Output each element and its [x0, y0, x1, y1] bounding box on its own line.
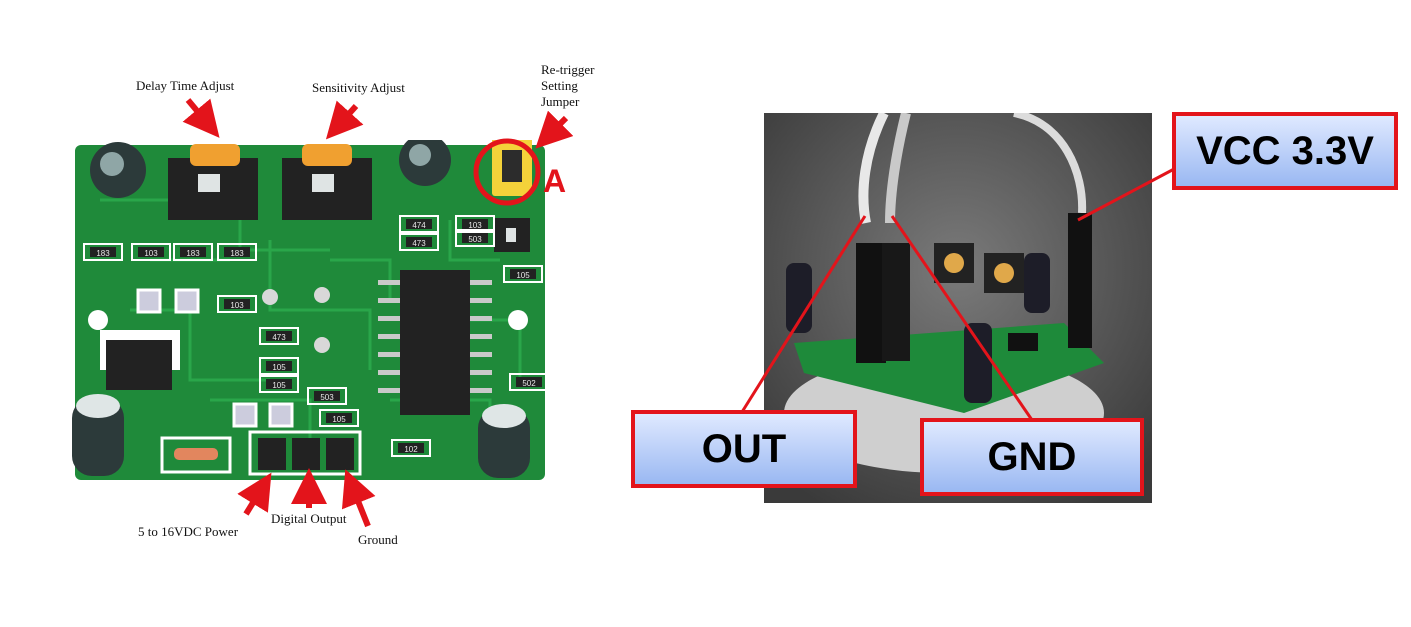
via	[314, 337, 330, 353]
delay-arrow	[182, 98, 220, 138]
resistor-code: 503	[468, 235, 482, 244]
pad	[232, 402, 258, 428]
resistor-code: 474	[412, 221, 426, 230]
vcc-callout: VCC 3.3V	[1172, 112, 1398, 190]
resistor: 183	[217, 243, 257, 261]
resistor: 503	[307, 387, 347, 405]
pad	[174, 288, 200, 314]
resistor: 105	[319, 409, 359, 427]
retrigger-jumper	[492, 140, 532, 252]
resistor: 183	[83, 243, 123, 261]
resistor-code: 503	[320, 393, 334, 402]
digital-output-label: Digital Output	[271, 511, 347, 526]
power-label: 5 to 16VDC Power	[138, 524, 239, 539]
gnd-leader	[890, 215, 1034, 421]
resistor: 183	[173, 243, 213, 261]
sensitivity-label: Sensitivity Adjust	[312, 80, 405, 95]
vcc-leader	[1077, 166, 1177, 222]
jumper-highlight-circle	[473, 138, 541, 206]
out-leader	[740, 215, 867, 413]
gnd-callout: GND	[920, 418, 1144, 496]
via	[262, 289, 278, 305]
wire-vcc	[1013, 113, 1087, 214]
resistor: 105	[259, 375, 299, 393]
retrigger-label-line1: Re-trigger	[541, 62, 595, 77]
resistor: 474	[399, 215, 439, 233]
resistor-code: 183	[230, 249, 244, 258]
capacitor	[90, 142, 146, 198]
sensitivity-arrow	[325, 100, 364, 140]
resistor-code: 105	[516, 271, 530, 280]
resistor-group: 183 103 183 183 105 105 105 103 473 503 105 102 473 4…	[83, 215, 549, 457]
capacitor	[72, 394, 124, 476]
pad	[136, 288, 162, 314]
connector-out	[856, 243, 886, 363]
retrigger-label-line2: Setting	[541, 78, 578, 93]
capacitor	[399, 140, 451, 186]
resistor-code: 502	[522, 379, 536, 388]
resistor-code: 183	[186, 249, 200, 258]
connector-vcc	[1068, 213, 1092, 348]
resistor-code: 103	[230, 301, 244, 310]
capacitor	[1024, 253, 1050, 313]
resistor-code: 105	[272, 381, 286, 390]
resistor-code: 105	[332, 415, 346, 424]
resistor: 103	[131, 243, 171, 261]
vcc-callout-text: VCC 3.3V	[1196, 128, 1374, 173]
delay-time-label: Delay Time Adjust	[136, 78, 235, 93]
delay-potentiometer	[168, 144, 258, 220]
via	[314, 287, 330, 303]
resistor-code: 103	[468, 221, 482, 230]
voltage-regulator	[100, 330, 180, 390]
resistor-code: 183	[96, 249, 110, 258]
capacitor	[964, 323, 992, 403]
wire-out	[858, 113, 889, 224]
out-callout: OUT	[631, 410, 857, 488]
resistor: 473	[259, 327, 299, 345]
resistor-code: 105	[272, 363, 286, 372]
resistor-code: 473	[412, 239, 426, 248]
diode	[160, 436, 232, 474]
ground-arrow	[341, 469, 376, 528]
resistor-code: 102	[404, 445, 418, 454]
resistor-code: 473	[272, 333, 286, 342]
pad	[268, 402, 294, 428]
mount-hole	[88, 310, 108, 330]
sensitivity-potentiometer	[282, 144, 372, 220]
resistor: 503	[455, 229, 495, 247]
resistor: 502	[509, 373, 549, 391]
connector-gnd	[882, 243, 910, 361]
power-arrow	[237, 472, 272, 516]
resistor: 105	[503, 265, 543, 283]
resistor-code: 103	[144, 249, 158, 258]
resistor: 105	[259, 357, 299, 375]
ic-chip	[1008, 333, 1038, 351]
marker-a-label: A	[543, 163, 567, 199]
retrigger-label-line3: Jumper	[541, 94, 580, 109]
capacitor	[478, 404, 530, 478]
ic-chip	[378, 270, 492, 415]
retrigger-arrow	[535, 110, 574, 149]
gnd-callout-text: GND	[987, 434, 1077, 479]
ground-label: Ground	[358, 532, 398, 547]
out-callout-text: OUT	[701, 426, 787, 471]
resistor: 103	[217, 295, 257, 313]
resistor: 102	[391, 439, 431, 457]
resistor: 473	[399, 233, 439, 251]
power-header	[248, 430, 362, 476]
wire-gnd	[885, 113, 911, 224]
resistor: 103	[455, 215, 495, 233]
capacitor	[786, 263, 812, 333]
pir-board-illustration: 183 103 183 183 105 105 105 103 473 503 105 102 473 4…	[72, 140, 549, 480]
mount-hole	[508, 310, 528, 330]
pointer-arrows	[182, 98, 574, 528]
